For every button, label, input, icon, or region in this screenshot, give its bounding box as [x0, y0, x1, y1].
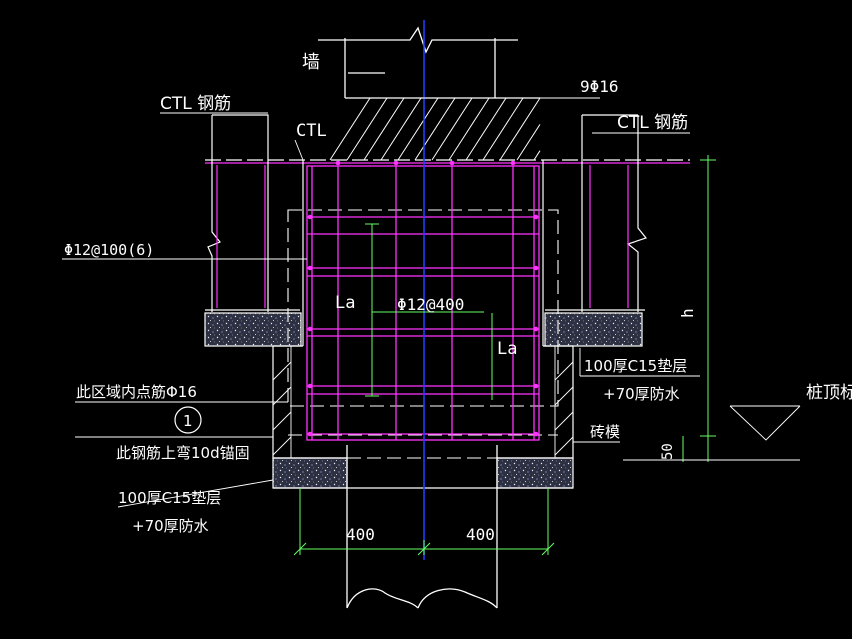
rebar-section-dot	[335, 160, 341, 166]
dimension-lines	[293, 155, 716, 556]
label-pile-top: 桩顶标高	[806, 383, 852, 403]
hatch-line	[346, 97, 388, 161]
hatch-line	[482, 97, 524, 161]
label-dim-left: 400	[346, 525, 375, 544]
label-cushion-right-2: +70厚防水	[603, 385, 680, 403]
leader-lines	[62, 97, 801, 508]
label-ctl-rebar-left: CTL 钢筋	[160, 94, 231, 114]
rebar-section-dot	[307, 265, 313, 271]
ctl-column-left	[205, 114, 300, 312]
rebar-section-dot	[449, 160, 455, 166]
label-ctl-mid: CTL	[296, 121, 327, 141]
rebar-section-dot	[533, 326, 539, 332]
label-la-right: La	[497, 339, 517, 359]
wall	[318, 26, 518, 98]
rebar-section-dot	[533, 431, 539, 437]
label-height: h	[678, 308, 697, 318]
label-la-left: La	[335, 293, 355, 313]
hatch-line	[516, 124, 541, 161]
rebar-section-dot	[393, 160, 399, 166]
brick-mould-hatch	[272, 361, 574, 456]
label-wall: 墙	[302, 52, 320, 73]
rebar-section-dot	[510, 160, 516, 166]
label-brick-mould: 砖模	[590, 423, 620, 441]
label-callout-number: 1	[183, 412, 193, 430]
callout-circle	[174, 406, 202, 434]
hatch-line	[465, 97, 507, 161]
label-stirrup: Φ12@100(6)	[64, 241, 154, 259]
rebar-section-dot	[307, 326, 313, 332]
hatch-line	[329, 97, 371, 161]
pile-cap-outline	[272, 160, 574, 489]
hatch-line	[448, 97, 490, 161]
top-rebar-layer	[205, 159, 690, 164]
wall-base-hatch	[329, 97, 541, 161]
rebar-section-dot	[533, 265, 539, 271]
label-mesh: Φ12@400	[397, 295, 464, 314]
hatch-line	[397, 97, 439, 161]
pile	[346, 445, 498, 609]
hatch-line	[533, 150, 541, 161]
hatch-line	[363, 97, 405, 161]
hatch-line	[414, 97, 456, 161]
rebar-cage	[306, 160, 540, 441]
annotation-labels: 墙 9Φ16 CTL 钢筋 CTL CTL 钢筋 Φ12@100(6) La Φ…	[64, 52, 852, 544]
label-cushion-right-1: 100厚C15垫层	[584, 357, 687, 375]
concrete-cushions	[204, 312, 643, 489]
rebar-section-dot	[533, 383, 539, 389]
label-dim-50: 50	[660, 443, 676, 460]
rebar-section-dot	[307, 383, 313, 389]
rebar-section-dot	[307, 431, 313, 437]
hatch-line	[499, 97, 541, 161]
label-ctl-rebar-right: CTL 钢筋	[617, 113, 688, 133]
label-top-rebar: 9Φ16	[580, 77, 619, 96]
label-rebar-bend: 此钢筋上弯10d锚固	[116, 444, 250, 462]
hatch-line	[380, 97, 422, 161]
label-cushion-left-2: +70厚防水	[132, 517, 209, 535]
label-dim-right: 400	[466, 525, 495, 544]
rebar-section-dot	[533, 214, 539, 220]
label-cushion-left-1: 100厚C15垫层	[118, 489, 221, 507]
hatch-line	[431, 97, 473, 161]
ctl-column-right	[545, 114, 648, 312]
rebar-section-dot	[307, 214, 313, 220]
label-region-rebar: 此区域内点筋Φ16	[76, 383, 197, 401]
dashed-pile-outline	[287, 209, 559, 459]
